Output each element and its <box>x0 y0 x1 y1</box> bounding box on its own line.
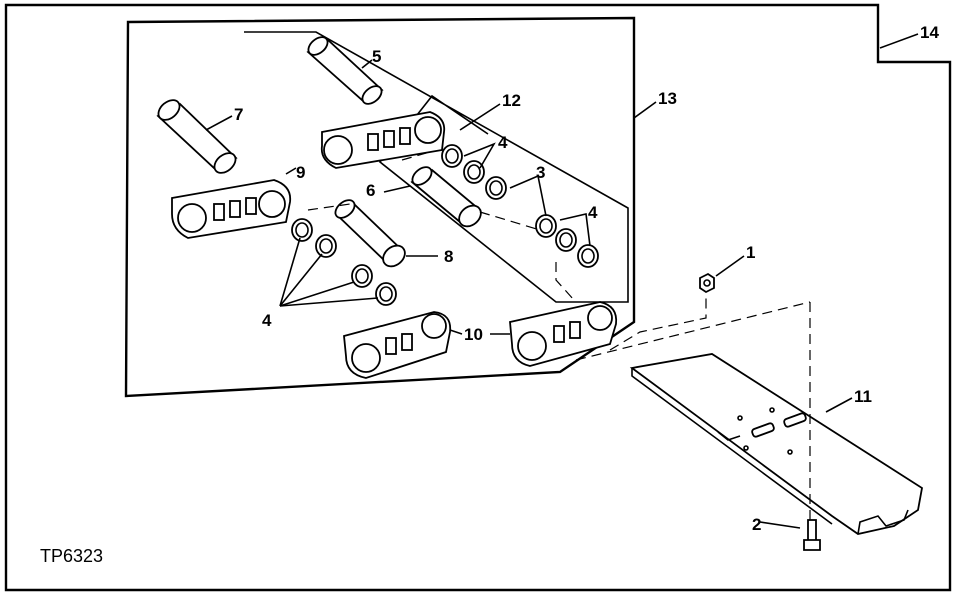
pin-5 <box>306 36 384 105</box>
figure-id: TP6323 <box>40 546 103 566</box>
callout-7: 7 <box>234 105 243 124</box>
link-lower-left-10 <box>343 311 452 379</box>
callout-5: 5 <box>372 47 381 66</box>
seals-upper-group <box>441 144 507 200</box>
outer-frame <box>4 3 952 592</box>
callout-13: 13 <box>658 89 677 108</box>
nut-1 <box>699 272 715 294</box>
callout-4-upper: 4 <box>498 133 508 152</box>
bushing-6 <box>410 166 482 228</box>
callout-2: 2 <box>752 515 761 534</box>
seals-lower-group <box>535 214 599 268</box>
seals-left-group <box>291 218 397 306</box>
callout-9: 9 <box>296 163 305 182</box>
callout-11: 11 <box>854 387 872 406</box>
callout-12: 12 <box>502 91 521 110</box>
link-lower-right-10 <box>509 301 618 367</box>
callout-8: 8 <box>444 247 453 266</box>
callout-10: 10 <box>464 325 483 344</box>
callout-4-right: 4 <box>588 203 598 222</box>
link-left-9 <box>171 179 292 239</box>
track-shoe-11 <box>629 353 923 535</box>
callout-6: 6 <box>366 181 375 200</box>
pin-bushing-subgroup-box <box>244 31 629 303</box>
callout-3: 3 <box>536 163 545 182</box>
callout-4-left: 4 <box>262 311 272 330</box>
link-upper-12 <box>320 111 446 169</box>
pin-8 <box>334 199 406 268</box>
pin-7 <box>156 99 238 174</box>
bolt-2 <box>803 519 821 551</box>
callout-14: 14 <box>920 23 939 42</box>
callout-1: 1 <box>746 243 755 262</box>
